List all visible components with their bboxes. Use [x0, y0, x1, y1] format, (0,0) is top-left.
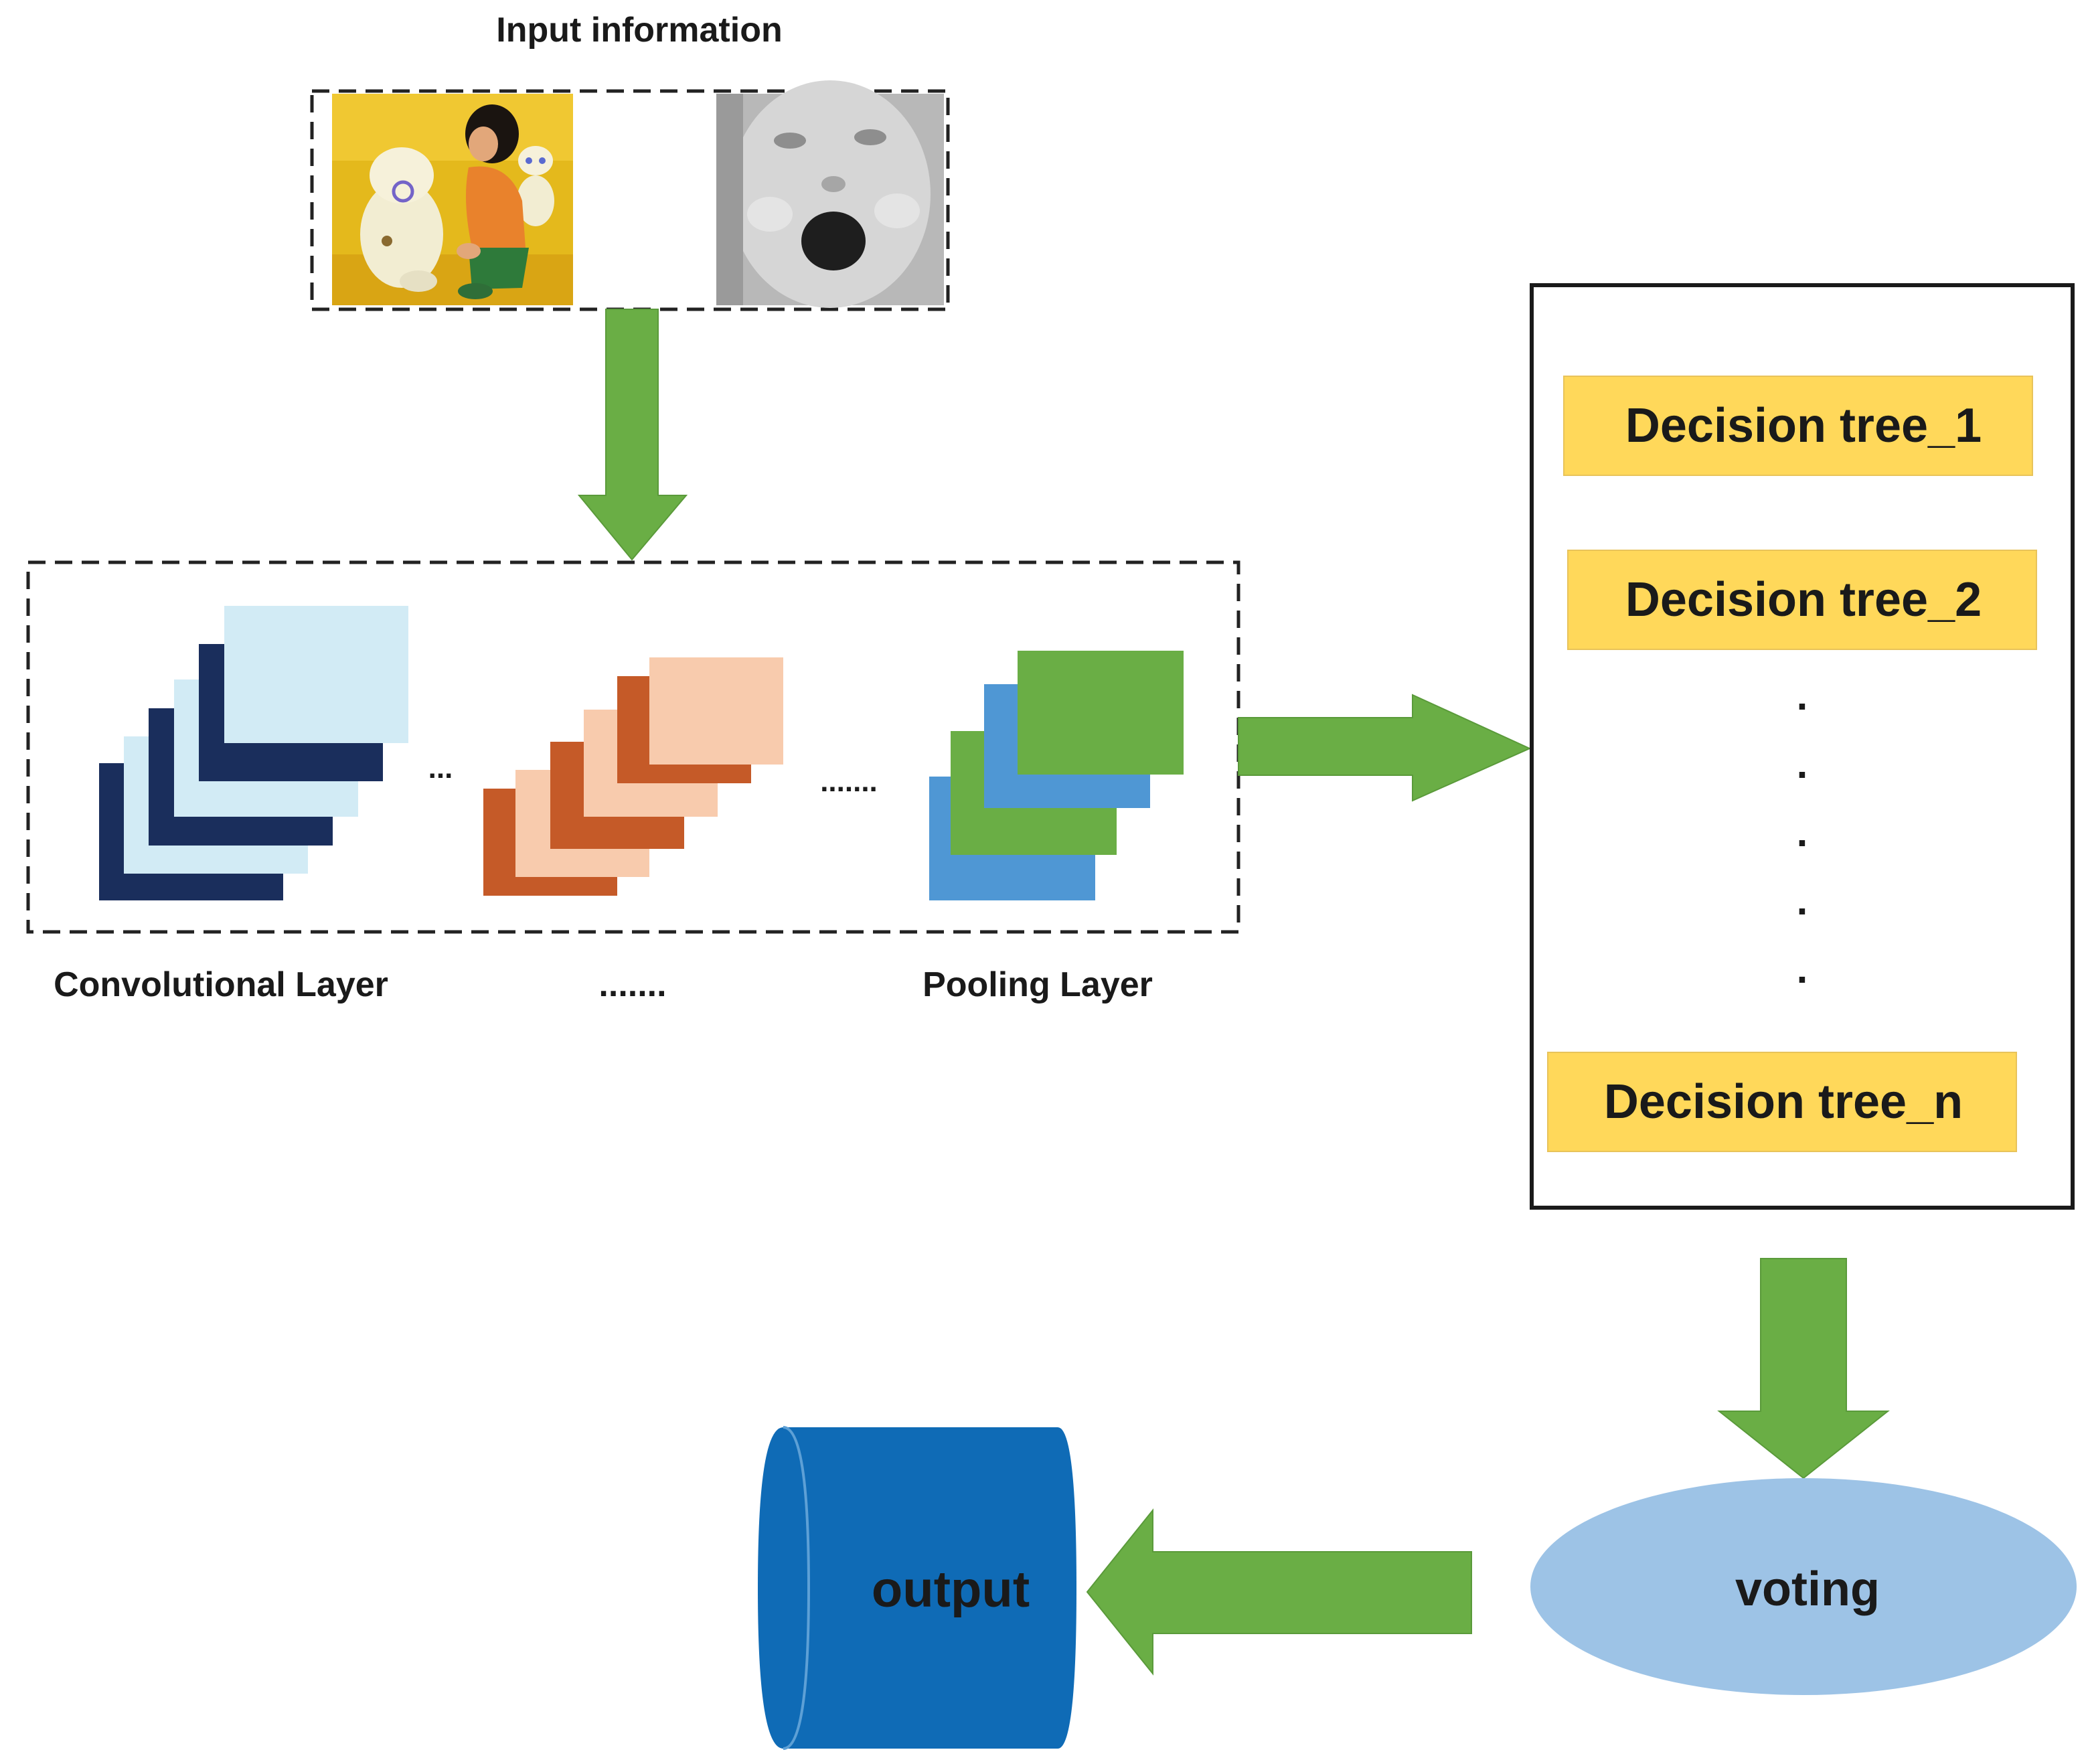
middle-ellipsis: .......	[820, 765, 878, 798]
convolutional-layer-stack	[99, 606, 408, 900]
middle-layer-label: .......	[598, 965, 666, 1004]
dot-2: .	[1797, 742, 1808, 787]
voting-label: voting	[1735, 1562, 1880, 1616]
decision-tree-2-label: Decision tree_2	[1625, 573, 1982, 627]
conv-layer-label: Convolutional Layer	[54, 965, 388, 1004]
voting-node: voting	[1530, 1478, 2077, 1695]
output-label: output	[872, 1561, 1030, 1618]
conv-ellipsis: ...	[428, 752, 453, 785]
decision-tree-1-label: Decision tree_1	[1625, 399, 1982, 453]
arrow-input-to-cnn	[577, 309, 688, 561]
vertical-dots: . . . . .	[1797, 673, 1808, 991]
middle-layer-stack	[483, 657, 783, 896]
dot-3: .	[1797, 810, 1808, 855]
dot-5: .	[1797, 947, 1808, 991]
decision-tree-1: Decision tree_1	[1563, 376, 2033, 476]
pool-layer-label: Pooling Layer	[922, 965, 1153, 1004]
output-node: output	[758, 1426, 1076, 1750]
dot-4: .	[1797, 878, 1808, 923]
arrow-forest-to-voting	[1717, 1258, 1890, 1479]
pooling-layer-stack	[929, 651, 1184, 900]
input-box	[310, 80, 950, 311]
decision-tree-n: Decision tree_n	[1547, 1052, 2017, 1152]
decision-tree-2: Decision tree_2	[1567, 550, 2037, 650]
decision-tree-n-label: Decision tree_n	[1604, 1075, 1963, 1129]
baby-face-photo	[716, 80, 944, 308]
dot-1: .	[1797, 673, 1808, 718]
input-title: Input information	[496, 11, 782, 50]
arrow-cnn-to-forest	[1238, 694, 1532, 802]
arrow-voting-to-output	[1086, 1508, 1472, 1676]
child-with-robots-photo	[332, 94, 573, 305]
